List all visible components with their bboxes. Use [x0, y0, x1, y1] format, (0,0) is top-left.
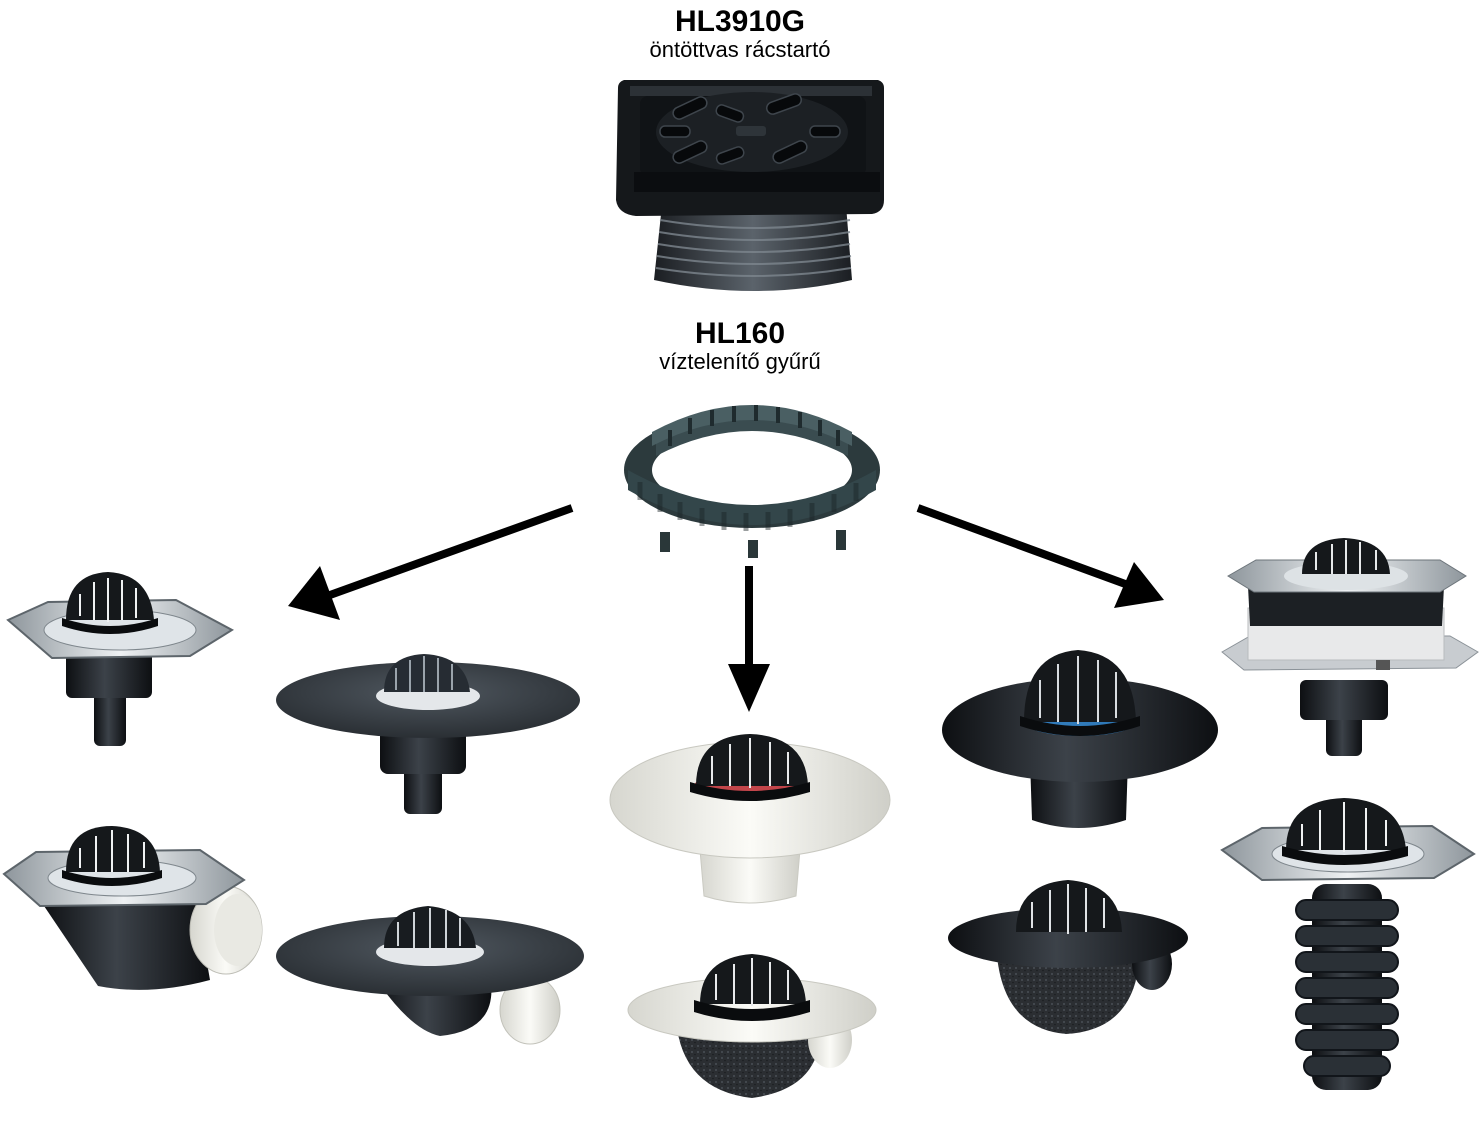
top-product-code: HL3910G: [674, 5, 806, 38]
drainage-ring-image: [624, 405, 880, 558]
grate-holder-image: [616, 80, 884, 291]
drain-white-collar-vertical: [609, 734, 891, 904]
drain-membrane-vertical: [276, 654, 580, 814]
drain-white-collar-horizontal: [627, 954, 877, 1098]
drain-membrane-horizontal: [276, 906, 584, 1045]
drain-bitumen-collar-horizontal: [948, 880, 1188, 1034]
arrow-right: [916, 504, 1130, 589]
drain-insulated-box: [1221, 538, 1479, 756]
drain-bitumen-collar-vertical: [942, 650, 1218, 828]
drain-corrugated-extension: [1220, 798, 1476, 1090]
top-product-label: HL3910G öntöttvas rácstartó: [560, 6, 920, 62]
top-product-description: öntöttvas rácstartó: [649, 37, 831, 62]
arrow-left: [328, 504, 574, 599]
arrows: [288, 504, 1164, 712]
ring-product-label: HL160 víztelenítő gyűrű: [560, 318, 920, 374]
drain-flanged-vertical: [6, 572, 235, 746]
drain-flanged-horizontal: [2, 826, 263, 990]
ring-product-description: víztelenítő gyűrű: [659, 349, 821, 374]
ring-product-code: HL160: [694, 317, 786, 350]
